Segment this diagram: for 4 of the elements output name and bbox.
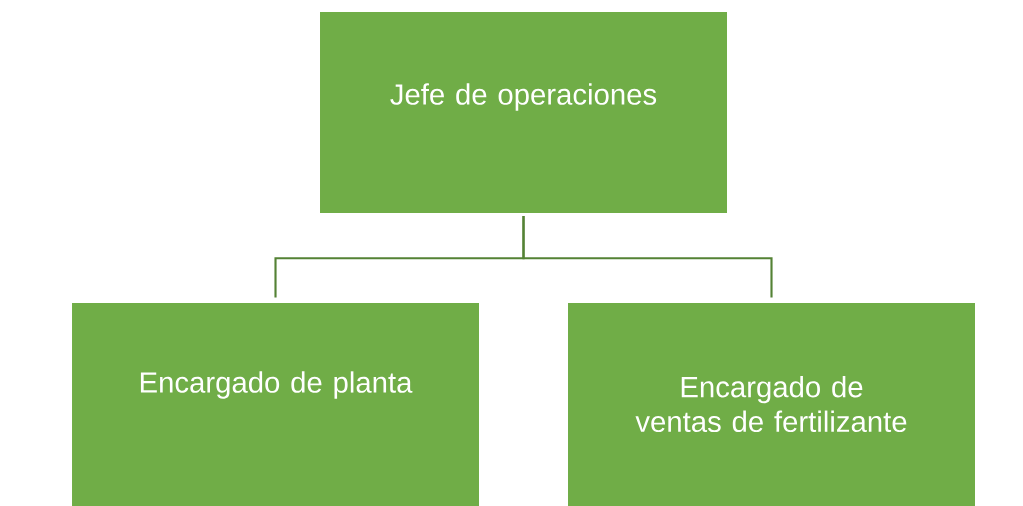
org-box: Encargado de ventas de fertilizante (568, 303, 975, 506)
org-box: Encargado de planta (72, 303, 479, 506)
org-box: Jefe de operaciones (320, 12, 727, 213)
connector-line (522, 215, 773, 298)
